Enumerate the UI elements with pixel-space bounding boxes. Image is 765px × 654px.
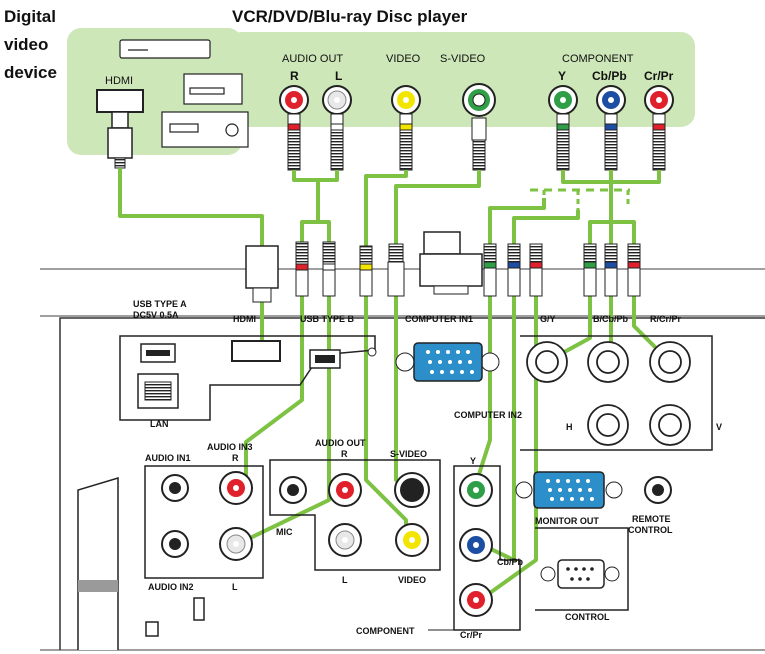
source-video-label: VIDEO [386, 53, 421, 65]
source-rca-l [322, 85, 352, 115]
component-jacks [459, 473, 493, 617]
panel-screw-icon [367, 347, 377, 357]
audio-in3-r-label: R [232, 453, 239, 463]
remote-control-jack-center [652, 484, 664, 496]
source-r-label: R [290, 69, 299, 83]
security-slot-icon [193, 597, 205, 621]
source-y-label: Y [558, 69, 566, 83]
projector-plugs [245, 231, 641, 303]
devices-icon [119, 39, 249, 148]
digital-label-line2: video [4, 35, 48, 54]
source-rca-video [391, 85, 421, 115]
component-y-label: Y [470, 456, 476, 466]
source-rca-r [279, 85, 309, 115]
hdmi-port [231, 340, 281, 362]
kensington-lock-icon [145, 621, 159, 637]
computer-in1-port [395, 342, 500, 382]
h-label: H [566, 422, 573, 432]
mic-label: MIC [276, 527, 293, 537]
remote-control-label-line2: CONTROL [628, 525, 673, 535]
audio-in3-label: AUDIO IN3 [207, 442, 253, 452]
cables [118, 168, 670, 602]
bnc-connectors [526, 341, 691, 446]
audio-in1-label: AUDIO IN1 [145, 453, 191, 463]
audio-out-frame [269, 459, 441, 571]
audio-jacks [161, 471, 430, 561]
monitor-out-label: MONITOR OUT [535, 516, 599, 526]
audio-in-frame [144, 465, 264, 579]
source-rca-cb [596, 85, 626, 115]
audio-out-r-label: R [341, 449, 348, 459]
projector-panel [59, 317, 765, 650]
remote-control-label-line1: REMOTE [632, 514, 671, 524]
panel-hdmi-label: HDMI [233, 314, 256, 324]
digital-label-line3: device [4, 63, 57, 82]
video-label: VIDEO [398, 575, 426, 585]
source-svideo-jack [462, 83, 496, 117]
port-area-frame [119, 335, 376, 421]
lan-label: LAN [150, 419, 169, 429]
source-cb-label: Cb/Pb [592, 69, 627, 83]
player-title: VCR/DVD/Blu-ray Disc player [232, 7, 468, 26]
source-rca-cr [644, 85, 674, 115]
audio-in2-label: AUDIO IN2 [148, 582, 194, 592]
cr-pr-label: Cr/Pr [460, 630, 483, 640]
rcr-label: R/Cr/Pr [650, 314, 682, 324]
control-label: CONTROL [565, 612, 610, 622]
lan-jack-icon [144, 381, 172, 401]
computer-in1-label: COMPUTER IN1 [405, 314, 473, 324]
control-port [540, 559, 620, 589]
source-audio-out-label: AUDIO OUT [282, 53, 343, 65]
cb-pb-label: Cb/Pb [497, 557, 524, 567]
source-component-label: COMPONENT [562, 53, 634, 65]
audio-in3-l-label: L [232, 582, 238, 592]
digital-label-line1: Digital [4, 7, 56, 26]
panel-fin [77, 476, 119, 650]
bcb-label: B/Cb/Pb [593, 314, 629, 324]
gy-label: G/Y [540, 314, 556, 324]
source-svideo-label: S-VIDEO [440, 53, 486, 65]
computer-in2-label: COMPUTER IN2 [454, 410, 522, 420]
usb-type-a-slot [146, 350, 170, 356]
source-rca-y [548, 85, 578, 115]
source-hdmi-port [96, 89, 144, 113]
source-cr-label: Cr/Pr [644, 69, 674, 83]
component-split-ticks [542, 190, 630, 210]
control-frame [535, 527, 629, 611]
panel-fin-band [78, 580, 118, 592]
audio-out-label: AUDIO OUT [315, 438, 366, 448]
s-video-label: S-VIDEO [390, 449, 427, 459]
v-label: V [716, 422, 722, 432]
usb-type-b-slot [315, 355, 335, 363]
audio-out-l-label: L [342, 575, 348, 585]
source-plugs [107, 111, 666, 171]
usb-type-a-label-line1: USB TYPE A [133, 299, 187, 309]
usb-type-b-label: USB TYPE B [300, 314, 355, 324]
source-hdmi-label: HDMI [105, 75, 133, 87]
usb-type-a-label-line2: DC5V 0.5A [133, 310, 179, 320]
computer-in2-frame [520, 335, 713, 451]
component-label: COMPONENT [356, 626, 415, 636]
source-l-label: L [335, 69, 342, 83]
monitor-out-port [515, 471, 623, 509]
